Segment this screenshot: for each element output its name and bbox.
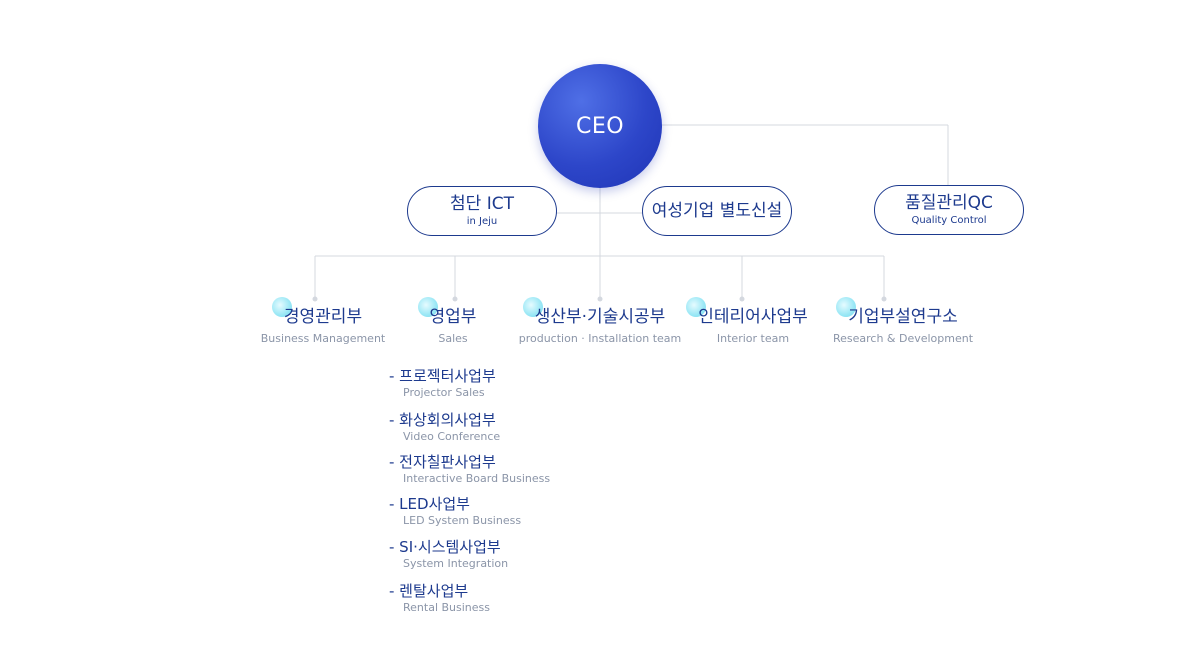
branch-ict-sub: in Jeju bbox=[466, 215, 498, 227]
dept-research-development: 기업부설연구소 Research & Development bbox=[813, 297, 993, 347]
bubble-icon bbox=[686, 297, 707, 317]
sales-unit-projector: - 프로젝터사업부 Projector Sales bbox=[389, 367, 496, 400]
dept-title: 영업부 bbox=[429, 307, 477, 327]
dept-title: 기업부설연구소 bbox=[848, 307, 958, 327]
ceo-label: CEO bbox=[575, 113, 625, 139]
branch-women-enterprise: 여성기업 별도신설 bbox=[642, 186, 792, 236]
dept-title: 생산부·기술시공부 bbox=[534, 307, 666, 327]
sales-unit-rental: - 렌탈사업부 Rental Business bbox=[389, 582, 490, 615]
sales-unit-si-system: - SI·시스템사업부 System Integration bbox=[389, 538, 508, 571]
dot-dept-2 bbox=[452, 296, 458, 302]
sales-unit-video-conference: - 화상회의사업부 Video Conference bbox=[389, 411, 500, 444]
ceo-node: CEO bbox=[538, 64, 662, 188]
dept-sub: Research & Development bbox=[832, 332, 974, 345]
branch-quality-control: 품질관리QC Quality Control bbox=[874, 185, 1024, 235]
dot-dept-5 bbox=[881, 296, 887, 302]
branch-qc-sub: Quality Control bbox=[911, 214, 987, 226]
sales-unit-sub: System Integration bbox=[403, 557, 509, 570]
branch-ict-jeju: 첨단 ICT in Jeju bbox=[407, 186, 557, 236]
dot-dept-4 bbox=[739, 296, 745, 302]
bubble-icon bbox=[271, 297, 292, 317]
sales-unit-title: - 렌탈사업부 bbox=[389, 582, 469, 600]
branch-women-title: 여성기업 별도신설 bbox=[651, 201, 783, 221]
dept-production-installation: 생산부·기술시공부 production · Installation team bbox=[510, 297, 690, 347]
sales-unit-title: - LED사업부 bbox=[389, 495, 470, 513]
sales-unit-title: - SI·시스템사업부 bbox=[389, 538, 501, 556]
sales-unit-sub: Video Conference bbox=[403, 430, 501, 443]
dept-sales: 영업부 Sales bbox=[363, 297, 543, 347]
dot-dept-3 bbox=[597, 296, 603, 302]
dept-sub: Interior team bbox=[716, 332, 790, 345]
sales-unit-interactive-board: - 전자칠판사업부 Interactive Board Business bbox=[389, 453, 550, 486]
sales-unit-sub: Rental Business bbox=[403, 601, 491, 614]
dept-business-management: 경영관리부 Business Management bbox=[233, 297, 413, 347]
sales-unit-sub: Projector Sales bbox=[403, 386, 485, 399]
bubble-icon bbox=[417, 297, 438, 317]
dept-sub: Sales bbox=[438, 332, 468, 345]
dot-dept-1 bbox=[312, 296, 318, 302]
branch-ict-title: 첨단 ICT bbox=[450, 193, 514, 214]
dept-sub: Business Management bbox=[260, 332, 386, 345]
dept-sub: production · Installation team bbox=[518, 332, 682, 345]
bubble-icon bbox=[836, 297, 857, 317]
branch-qc-title: 품질관리QC bbox=[905, 192, 993, 213]
dept-title: 인테리어사업부 bbox=[698, 307, 808, 327]
sales-unit-led: - LED사업부 LED System Business bbox=[389, 495, 521, 528]
sales-unit-sub: LED System Business bbox=[403, 514, 522, 527]
sales-unit-title: - 프로젝터사업부 bbox=[389, 367, 496, 385]
bubble-icon bbox=[522, 297, 543, 317]
dept-title: 경영관리부 bbox=[283, 307, 363, 327]
sales-unit-sub: Interactive Board Business bbox=[403, 472, 551, 485]
sales-unit-title: - 화상회의사업부 bbox=[389, 411, 496, 429]
sales-unit-title: - 전자칠판사업부 bbox=[389, 453, 496, 471]
dept-interior: 인테리어사업부 Interior team bbox=[663, 297, 843, 347]
